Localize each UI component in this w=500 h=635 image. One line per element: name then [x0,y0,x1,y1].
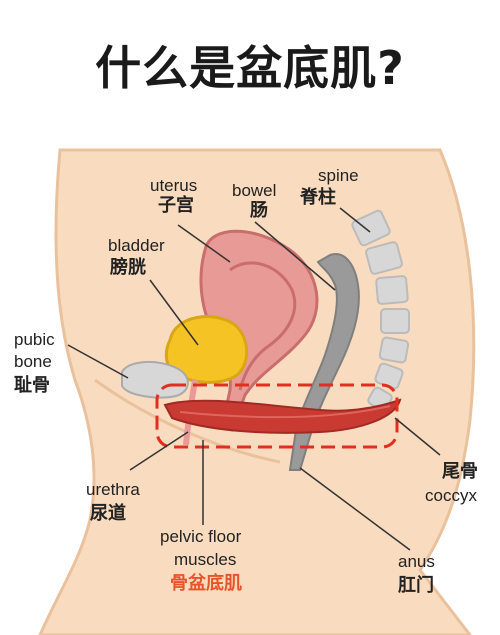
label-anus-cn: 肛门 [398,575,434,596]
label-bladder-cn: 膀胱 [110,257,146,278]
body-silhouette [38,148,476,635]
label-bowel-cn: 肠 [250,200,268,221]
label-bowel-en: bowel [232,181,277,200]
label-pelvic-en-2: muscles [174,550,237,569]
label-bladder-en: bladder [108,236,165,255]
label-pubic-en-2: bone [14,352,52,371]
label-pubic-en-1: pubic [14,330,55,349]
label-pelvic-en-1: pelvic floor [160,527,242,546]
label-pubic-cn: 耻骨 [14,375,50,396]
label-coccyx-en: coccyx [425,486,477,505]
label-spine-cn: 脊柱 [300,187,336,208]
pubic-bone [121,360,189,399]
label-coccyx-cn: 尾骨 [442,461,478,482]
label-pelvic-cn: 骨盆底肌 [170,573,242,594]
bladder [164,315,249,384]
label-uterus-cn: 子宫 [158,195,194,216]
uterus-inner [229,261,297,391]
label-anus-en: anus [398,552,435,571]
page-title: 什么是盆底肌? [95,41,405,95]
pelvic-floor-highlight [155,383,399,449]
muscle-stripe [179,405,391,419]
label-urethra-cn: 尿道 [90,503,126,524]
leader-lines [67,207,441,551]
label-urethra-en: urethra [86,480,140,499]
label-uterus-en: uterus [150,176,198,195]
label-spine-en: spine [318,166,359,185]
